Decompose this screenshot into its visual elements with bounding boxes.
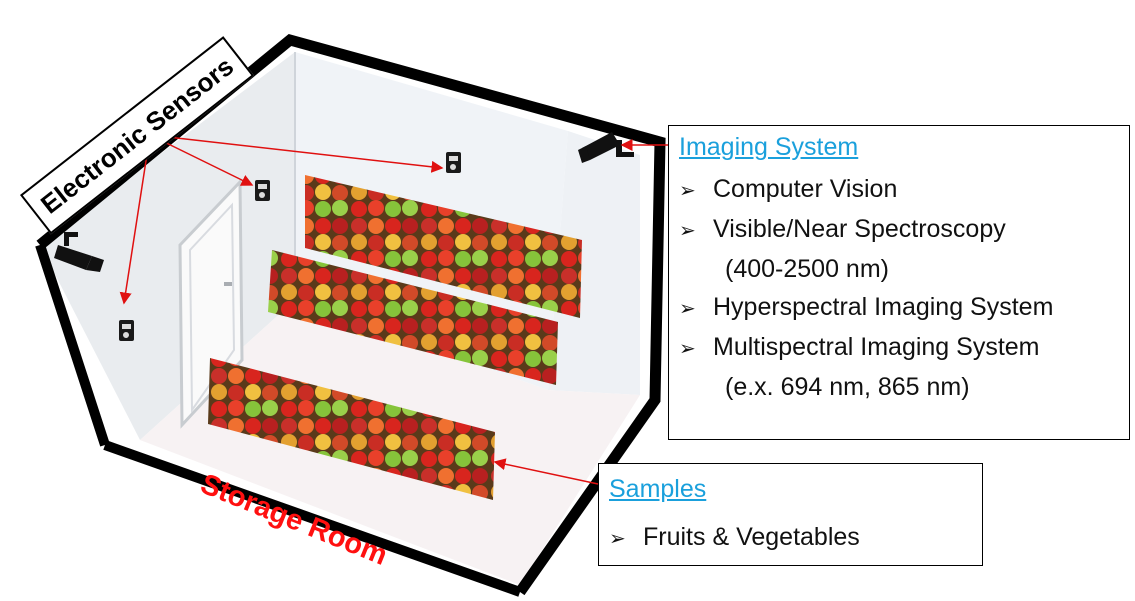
camera-icon-left (54, 232, 104, 272)
list-item-continuation: (e.x. 694 nm, 865 nm) (725, 373, 970, 401)
arrow-bullet-icon: ➢ (679, 220, 696, 242)
arrow-bullet-icon: ➢ (679, 298, 696, 320)
sensor-device-3 (119, 320, 134, 341)
camera-icon-right (578, 132, 634, 163)
arrow-samples-to-produce (493, 458, 599, 485)
arrow-bullet-icon: ➢ (679, 180, 696, 202)
produce-row-3 (208, 358, 495, 500)
samples-list: ➢Fruits & Vegetables (609, 518, 982, 558)
sensor-device-2 (255, 180, 270, 201)
list-item: ➢Hyperspectral Imaging System (679, 288, 1129, 328)
room-edge-left-floor (35, 243, 110, 447)
imaging-system-list: ➢Computer Vision ➢Visible/Near Spectrosc… (679, 170, 1129, 406)
samples-title: Samples (609, 475, 707, 503)
list-item: ➢Visible/Near Spectroscopy (679, 210, 1129, 250)
list-item: ➢Fruits & Vegetables (609, 518, 982, 558)
arrow-bullet-icon: ➢ (609, 528, 626, 550)
imaging-system-title: Imaging System (679, 133, 859, 161)
arrow-bullet-icon: ➢ (679, 338, 696, 360)
list-item: ➢Computer Vision (679, 170, 1129, 210)
room-edge-front (103, 440, 522, 597)
produce-row-1 (305, 175, 582, 318)
arrow-sensor-to-device-1 (149, 134, 444, 173)
arrow-sensor-to-device-3 (119, 134, 151, 305)
sensor-device-1 (446, 152, 461, 173)
right-wall (548, 131, 640, 395)
samples-panel: Samples ➢Fruits & Vegetables (598, 463, 983, 566)
list-item-continuation: (400-2500 nm) (725, 255, 889, 283)
produce-row-2 (268, 250, 558, 385)
imaging-system-panel: Imaging System ➢Computer Vision ➢Visible… (668, 125, 1130, 440)
list-item: ➢Multispectral Imaging System (679, 328, 1129, 368)
